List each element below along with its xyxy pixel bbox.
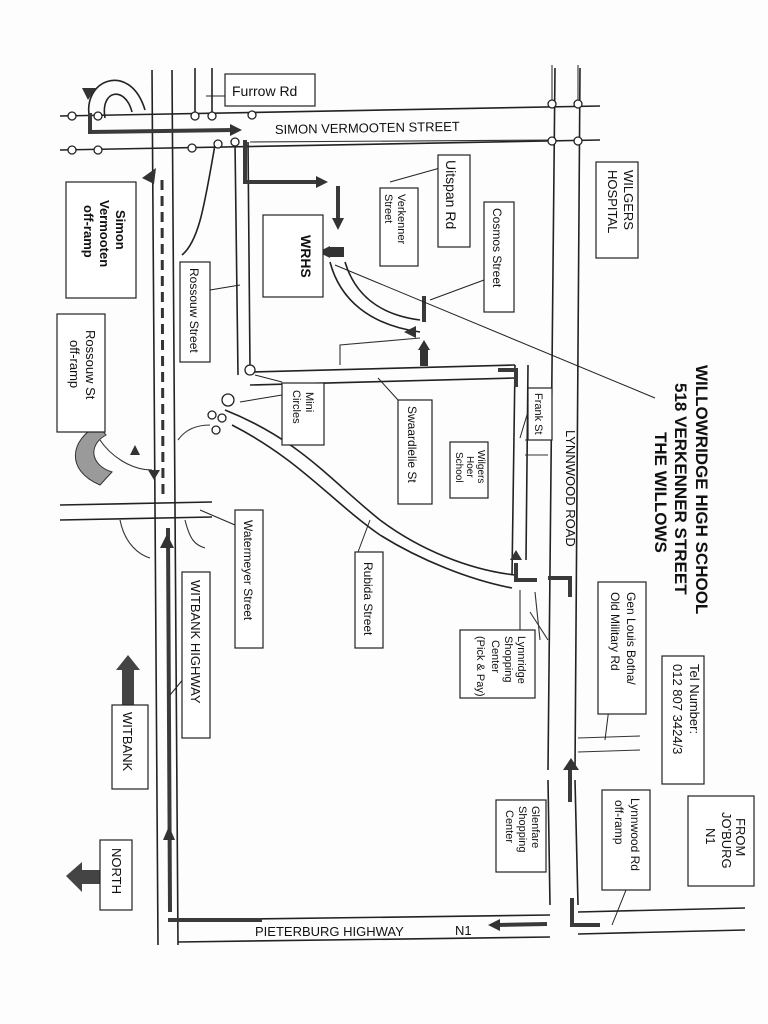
svg-text:Cosmos Street: Cosmos Street xyxy=(490,208,504,288)
svg-text:Simon: Simon xyxy=(113,210,128,250)
arrow-up-icon xyxy=(563,758,579,770)
arrow-left-icon xyxy=(404,326,416,338)
svg-text:N1: N1 xyxy=(703,828,718,845)
svg-text:Uitspan Rd: Uitspan Rd xyxy=(443,160,459,229)
arrow-up-icon xyxy=(510,550,522,560)
svg-text:Shopping: Shopping xyxy=(516,806,528,853)
leader-lines xyxy=(169,95,656,926)
svg-text:NORTH: NORTH xyxy=(109,848,124,894)
svg-text:Vermooten: Vermooten xyxy=(97,200,112,267)
tel-number-label: Tel Number: 012 807 3424/3 xyxy=(661,655,705,785)
arrow-loop-icon xyxy=(82,88,96,100)
witbank-label: WITBANK xyxy=(111,704,149,790)
svg-text:Mini: Mini xyxy=(303,392,315,412)
svg-text:Verkenner: Verkenner xyxy=(395,194,407,244)
witbank-arrow-icon xyxy=(116,655,140,705)
svg-text:off-ramp: off-ramp xyxy=(67,340,82,388)
arrow-up-icon xyxy=(163,826,175,840)
svg-text:WITBANK HIGHWAY: WITBANK HIGHWAY xyxy=(188,580,203,704)
wrhs-label: WRHS xyxy=(262,214,324,298)
arrow-up-icon xyxy=(160,534,174,548)
arrow-up-icon xyxy=(418,340,430,350)
svg-text:Swaardlelie St: Swaardlelie St xyxy=(405,406,419,483)
rossouw-offramp-swoosh xyxy=(74,424,113,486)
watermeyer-street-label: Watermeyer Street xyxy=(234,509,264,649)
svg-text:HOSPITAL: HOSPITAL xyxy=(605,170,620,233)
svg-text:WILGERS: WILGERS xyxy=(621,170,636,230)
arrow-up-icon xyxy=(142,168,156,184)
wilgers-hospital-label: WILGERS HOSPITAL xyxy=(595,161,639,259)
svg-text:Circles: Circles xyxy=(290,390,302,424)
furrow-rd-label: Furrow Rd xyxy=(224,73,316,107)
lynnwood-road-label: LYNNWOOD ROAD xyxy=(563,430,578,547)
arrow-down-icon xyxy=(130,445,140,455)
svg-text:WITBANK: WITBANK xyxy=(120,712,135,772)
rossouw-street-label: Rossouw Street xyxy=(179,261,211,363)
arrow-up-body xyxy=(420,350,428,366)
rossouw-offramp-label: Rossouw St off-ramp xyxy=(56,313,106,433)
svg-text:Hoer: Hoer xyxy=(464,456,475,478)
svg-text:012 807 3424/3: 012 807 3424/3 xyxy=(670,664,685,754)
svg-text:Shopping: Shopping xyxy=(502,636,514,683)
svg-text:School: School xyxy=(453,452,464,483)
school-title-line3: THE WILLOWS xyxy=(651,432,670,553)
lynnwood-offramp-label: Lynnwood Rd off-ramp xyxy=(601,789,651,891)
north-arrow-icon xyxy=(66,862,108,892)
school-title: WILLOWRIDGE HIGH SCHOOL 518 VERKENNER ST… xyxy=(651,365,711,614)
arrow-right-icon xyxy=(316,176,328,188)
north-label: NORTH xyxy=(99,839,133,911)
svg-text:(Pick & Pay): (Pick & Pay) xyxy=(474,636,486,697)
arrow-right-icon xyxy=(230,124,242,136)
arrow-down-icon xyxy=(332,218,344,230)
svg-text:off-ramp: off-ramp xyxy=(81,205,96,258)
glenfare-shopping-label: Glenfare Shopping Center xyxy=(495,799,547,873)
simon-vermooten-offramp-label: Simon Vermooten off-ramp xyxy=(65,181,137,299)
mini-circles-label: Mini Circles xyxy=(281,382,325,446)
svg-text:Gen Louis Botha/: Gen Louis Botha/ xyxy=(624,592,638,685)
school-title-line2: 518 VERKENNER STREET xyxy=(671,383,690,595)
from-joburg-label: FROM JO'BURG N1 xyxy=(687,795,755,887)
verkenner-street-label: Verkenner Street xyxy=(379,187,419,267)
svg-text:FROM: FROM xyxy=(733,818,748,856)
arrow-left-icon xyxy=(488,919,500,931)
swaardlelie-st-label: Swaardlelie St xyxy=(397,399,433,505)
wilgers-hoer-school-label: Wilgers Hoer School xyxy=(449,441,489,499)
svg-text:Lynnridge: Lynnridge xyxy=(515,636,527,684)
cosmos-street-label: Cosmos Street xyxy=(483,201,515,313)
svg-text:JO'BURG: JO'BURG xyxy=(719,812,734,869)
arrow-left-body xyxy=(330,247,344,257)
arrow-up-icon xyxy=(148,470,160,480)
svg-text:Watermeyer Street: Watermeyer Street xyxy=(241,520,255,621)
direction-arrows xyxy=(66,88,579,931)
svg-text:Old Military Rd: Old Military Rd xyxy=(608,592,622,671)
uitspan-rd-label: Uitspan Rd xyxy=(437,154,471,248)
witbank-highway-label: WITBANK HIGHWAY xyxy=(181,571,211,739)
pieterburg-highway-label: PIETERBURG HIGHWAY xyxy=(255,924,404,939)
svg-text:Street: Street xyxy=(382,194,394,223)
lynnridge-shopping-label: Lynnridge Shopping Center (Pick & Pay) xyxy=(459,629,536,699)
route-markings xyxy=(87,113,600,928)
svg-text:Rossouw Street: Rossouw Street xyxy=(187,268,201,353)
svg-text:Lynnwood Rd: Lynnwood Rd xyxy=(628,798,642,871)
simon-vermooten-street-label: SIMON VERMOOTEN STREET xyxy=(275,119,460,137)
n1-label: N1 xyxy=(455,923,472,938)
svg-text:off-ramp: off-ramp xyxy=(612,800,626,845)
svg-text:Center: Center xyxy=(503,810,515,843)
frank-st-label: Frank St xyxy=(527,387,553,441)
svg-text:Frank St: Frank St xyxy=(532,393,544,435)
school-title-line1: WILLOWRIDGE HIGH SCHOOL xyxy=(692,365,711,614)
svg-text:Center: Center xyxy=(489,640,501,673)
intersection-circles xyxy=(67,99,583,435)
arrow-left-icon xyxy=(318,246,330,258)
rubida-street-label: Rubida Street xyxy=(354,551,384,649)
svg-text:Tel Number:: Tel Number: xyxy=(687,664,702,734)
svg-text:WRHS: WRHS xyxy=(298,235,314,278)
gen-louis-botha-label: Gen Louis Botha/ Old Military Rd xyxy=(597,581,647,715)
svg-text:Furrow Rd: Furrow Rd xyxy=(232,83,297,99)
svg-text:Rossouw St: Rossouw St xyxy=(83,330,98,400)
svg-text:Glenfare: Glenfare xyxy=(529,806,541,848)
svg-text:Rubida Street: Rubida Street xyxy=(361,562,375,636)
svg-text:Wilgers: Wilgers xyxy=(475,450,486,483)
